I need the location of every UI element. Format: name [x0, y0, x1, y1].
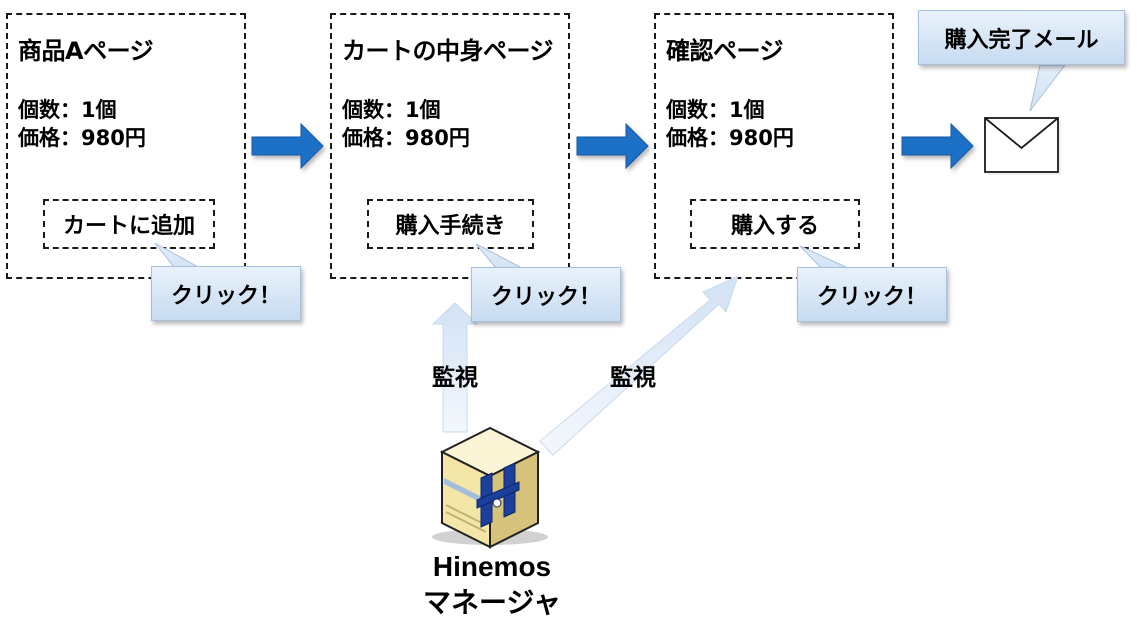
page-title: カートの中身ページ [342, 37, 554, 65]
price-text: 価格：980円 [666, 126, 794, 150]
envelope-icon [984, 117, 1061, 175]
hinemos-server-icon [432, 426, 548, 549]
hinemos-name: Hinemos [432, 551, 552, 582]
quantity-text: 個数：1個 [342, 98, 441, 122]
click-callout-2: クリック！ [471, 267, 621, 322]
price-text: 価格：980円 [18, 126, 146, 150]
purchase-mail-callout: 購入完了メール [918, 10, 1125, 65]
flow-arrow-3 [901, 122, 974, 170]
watch-arrow-up [431, 302, 479, 433]
click-callout-1: クリック！ [151, 266, 301, 321]
add-to-cart-button[interactable]: カートに追加 [43, 199, 215, 249]
watch-label-1: 監視 [432, 365, 478, 391]
page-title: 商品Aページ [18, 37, 154, 65]
price-text: 価格：980円 [342, 126, 470, 150]
watch-arrow-diagonal [539, 275, 739, 456]
quantity-text: 個数：1個 [666, 98, 765, 122]
hinemos-manager-label: マネージャ [422, 587, 562, 618]
click-callout-3: クリック！ [797, 267, 947, 322]
flow-arrow-1 [251, 122, 324, 170]
flow-arrow-2 [576, 122, 649, 170]
checkout-button[interactable]: 購入手続き [367, 199, 534, 249]
callout-tail-mail [1029, 64, 1067, 112]
quantity-text: 個数：1個 [18, 98, 117, 122]
purchase-button[interactable]: 購入する [690, 199, 860, 249]
watch-label-2: 監視 [610, 365, 656, 391]
page-title: 確認ページ [666, 37, 784, 65]
